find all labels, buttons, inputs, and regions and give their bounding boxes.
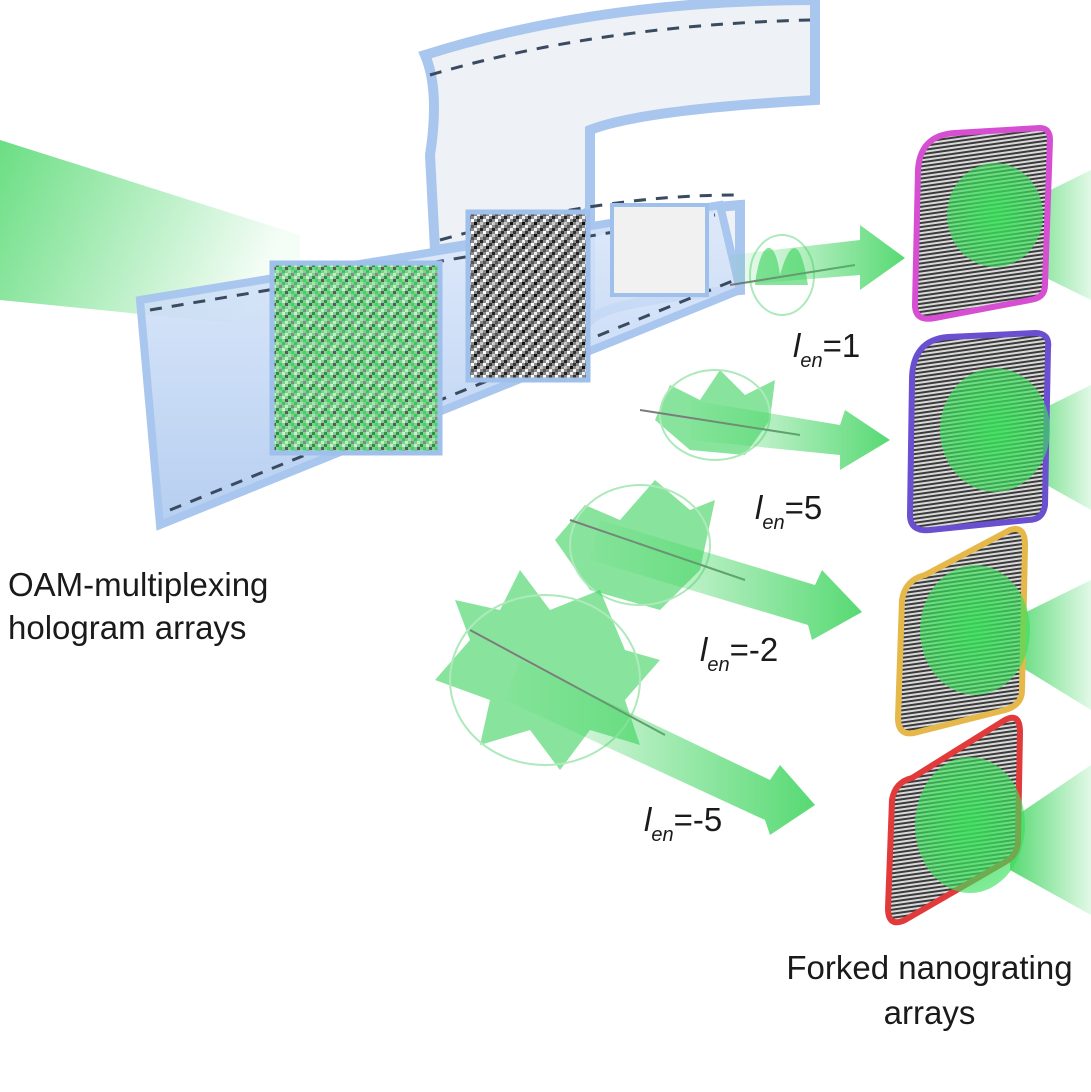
arrow-beam-1 <box>730 225 905 290</box>
arrow-beam-neg5 <box>505 660 815 835</box>
arrow-beam-5 <box>690 400 890 470</box>
nanograting-4 <box>884 714 1025 926</box>
oam-mode-label-neg5: len=-5 <box>644 801 723 846</box>
hologram-green <box>269 260 443 456</box>
hologram-gray <box>465 209 591 383</box>
nanograting-label-line2: arrays <box>883 994 976 1031</box>
nanograting-2 <box>906 329 1052 534</box>
oam-mode-label-5: len=5 <box>755 489 823 534</box>
nanograting-1 <box>911 124 1054 322</box>
hologram-label-line1: OAM-multiplexing <box>8 566 269 603</box>
oam-mode-label-neg2: len=-2 <box>700 631 779 676</box>
nanograting-label-line1: Forked nanograting <box>786 949 1073 986</box>
nanograting-3 <box>894 526 1030 737</box>
hologram-label-line2: hologram arrays <box>8 609 247 646</box>
film-strip <box>135 0 820 531</box>
oam-mode-label-1: len=1 <box>793 327 861 372</box>
arrow-beam-neg2 <box>590 520 862 640</box>
